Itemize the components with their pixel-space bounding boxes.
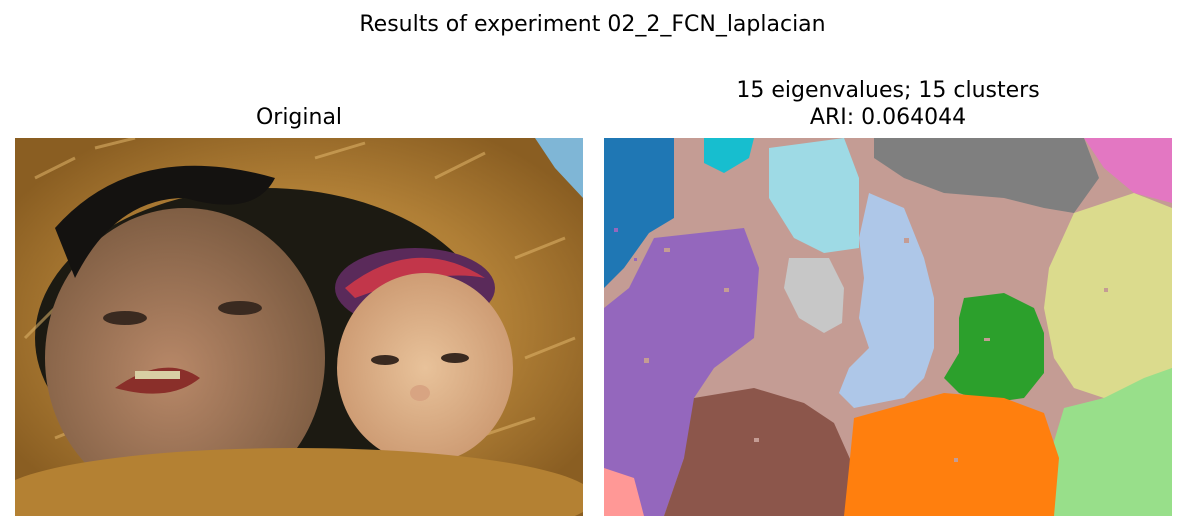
original-image [15,138,583,516]
original-photo-graphic [15,138,583,516]
figure-title: Results of experiment 02_2_FCN_laplacian [359,12,826,37]
segmentation-image [604,138,1172,516]
segmentation-title: 15 eigenvalues; 15 clusters ARI: 0.06404… [604,77,1172,131]
original-image-title: Original [255,105,343,130]
segmentation-title-line2: ARI: 0.064044 [809,105,967,130]
segmentation-title-line1: 15 eigenvalues; 15 clusters [736,78,1040,103]
segmentation-map-graphic [604,138,1172,516]
